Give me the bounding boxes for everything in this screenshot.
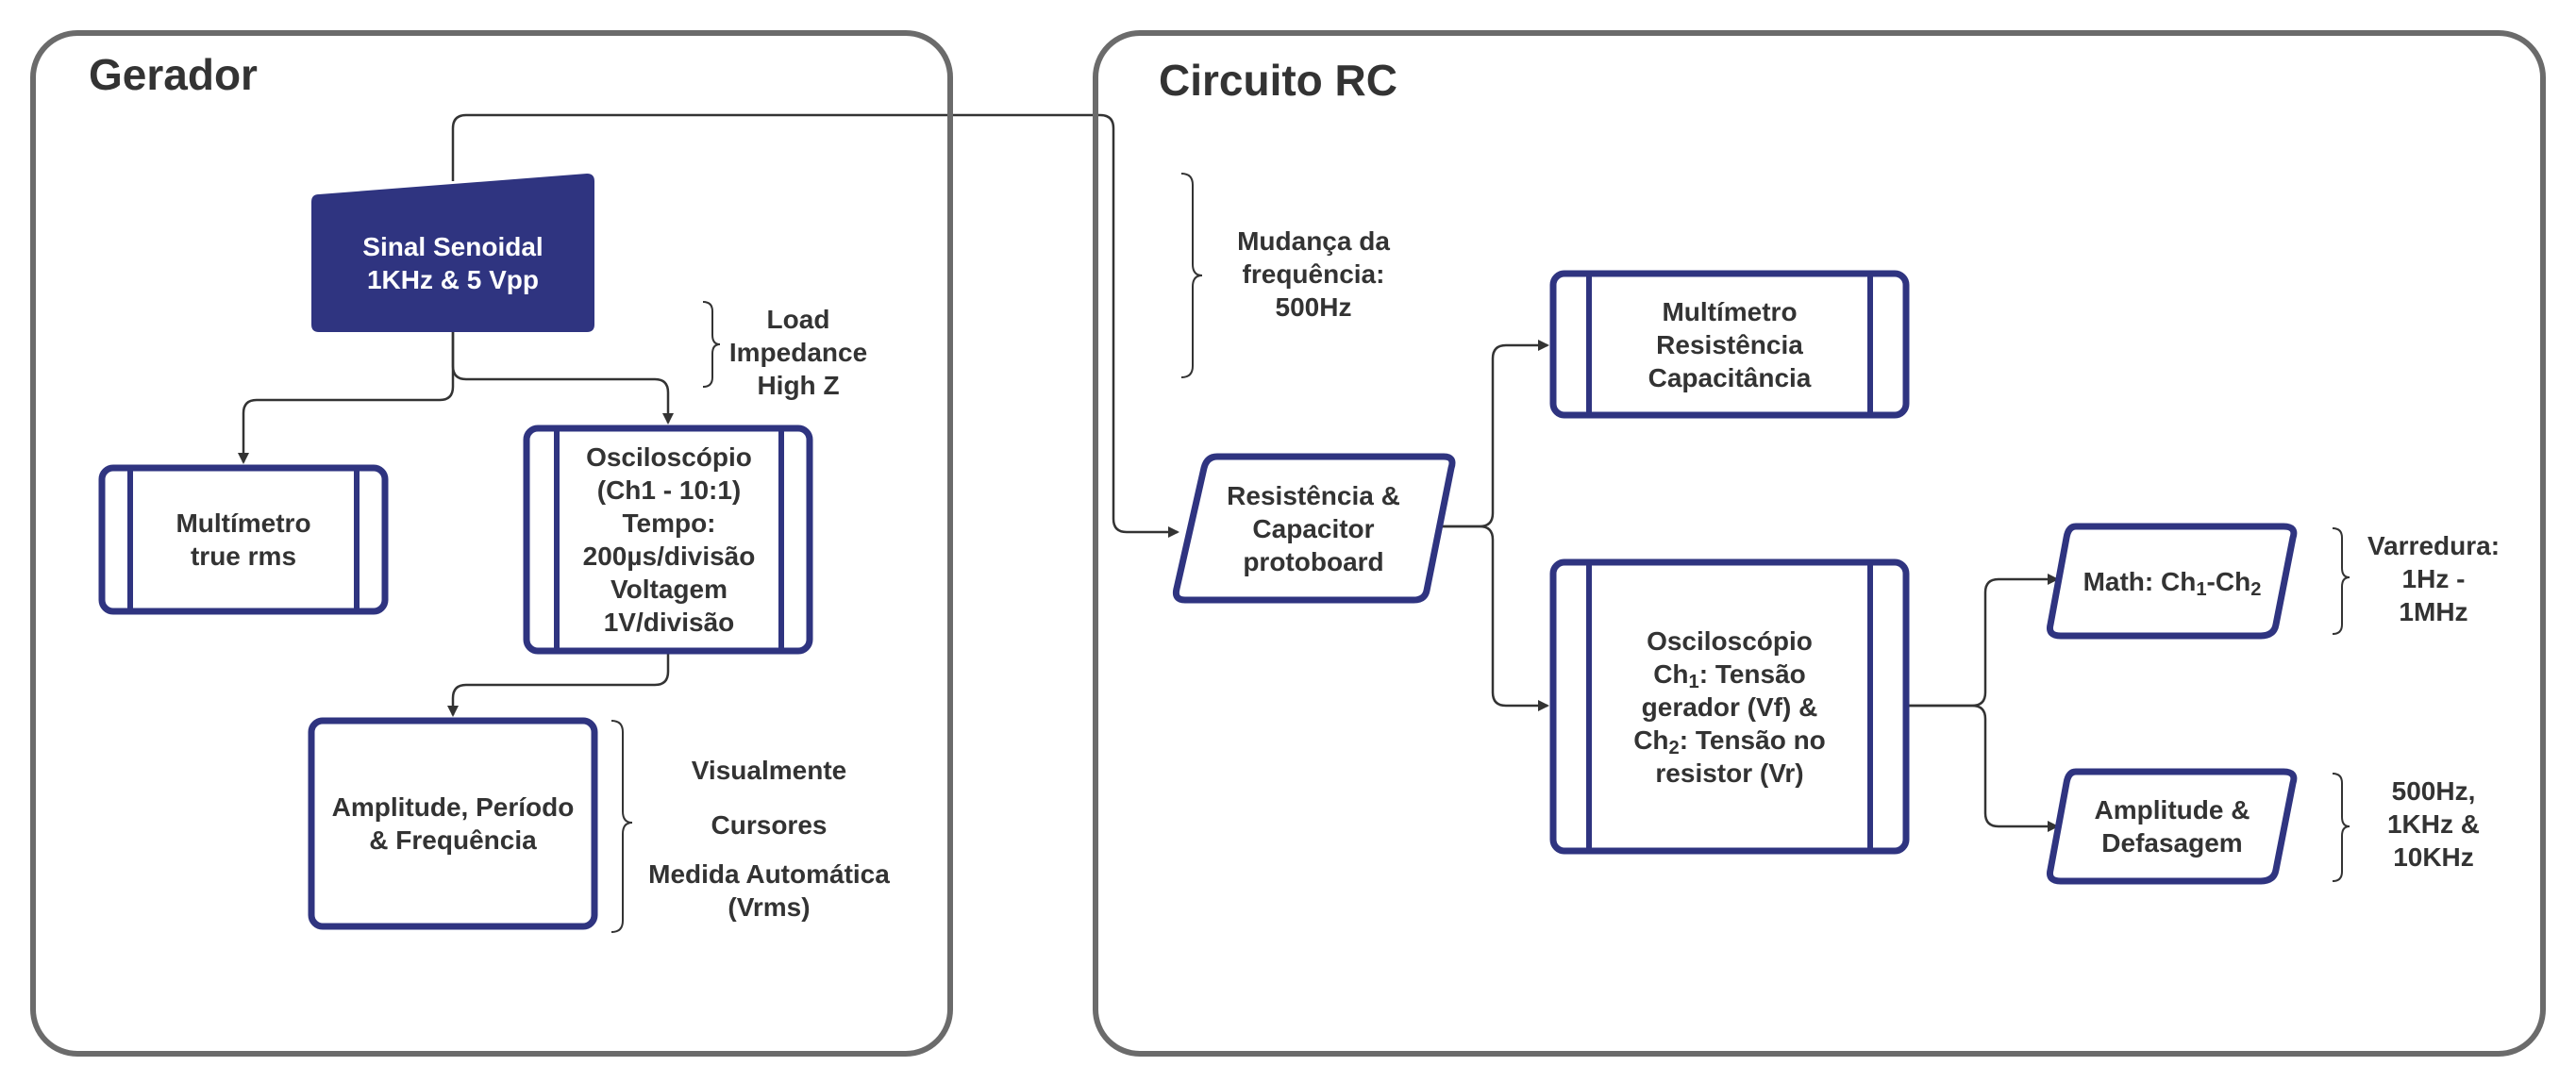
- math-box[interactable]: Math: Ch1-Ch2: [2057, 526, 2287, 636]
- amplitude-line-1: Amplitude &: [2094, 795, 2250, 825]
- gerador-container: [30, 30, 953, 1057]
- osciloscopio-line-4: 200µs/divisão: [582, 542, 756, 571]
- osciloscopio-rc-line-5: resistor (Vr): [1655, 758, 1804, 788]
- metodo-cursores: Cursores: [711, 809, 828, 840]
- load-note-line-3: High Z: [757, 370, 840, 400]
- circuito-rc-title: Circuito RC: [1159, 56, 1397, 105]
- connector-signal-to-multimetro: [238, 330, 455, 464]
- math-prefix: Math: Ch: [2083, 566, 2197, 596]
- multimetro-box-shape: [98, 464, 389, 615]
- osciloscopio-line-1: Osciloscópio: [586, 442, 752, 472]
- multimetro-box[interactable]: Multímetro true rms: [130, 468, 357, 611]
- rc-protoboard-box[interactable]: Resistência & Capacitor protoboard: [1185, 457, 1442, 600]
- brace-freqs: [2332, 773, 2350, 882]
- rc-line-1: Resistência &: [1227, 480, 1400, 510]
- ch1-label: Ch: [1653, 658, 1689, 689]
- metodo-auto: Medida Automática (Vrms): [630, 853, 908, 928]
- amplitude-defasagem-box[interactable]: Amplitude & Defasagem: [2057, 772, 2287, 881]
- metodo-visual: Visualmente: [691, 755, 847, 785]
- circuito-rc-container: [1093, 30, 2546, 1057]
- osciloscopio-rc-line-1: Osciloscópio: [1647, 625, 1813, 656]
- mudanca-line-3: 500Hz: [1275, 292, 1352, 322]
- signal-line-1: Sinal Senoidal: [362, 232, 544, 261]
- medidas-box[interactable]: Amplitude, Período & Frequência: [311, 721, 594, 926]
- math-sub1: 1: [2196, 578, 2207, 600]
- freqs-note: 500Hz, 1KHz & 10KHz: [2353, 772, 2514, 875]
- math-mid: -Ch: [2206, 566, 2251, 596]
- multimetro-rc-box[interactable]: Multímetro Resistência Capacitância: [1589, 274, 1870, 415]
- multimetro-rc-line-3: Capacitância: [1648, 362, 1812, 392]
- osciloscopio-line-3: Tempo:: [622, 508, 716, 538]
- connector-signal-to-rc: [451, 113, 1179, 538]
- osciloscopio-line-5: Voltagem: [611, 575, 728, 604]
- metodo-auto-line-2: (Vrms): [728, 892, 811, 922]
- ch1-subscript: 1: [1688, 671, 1699, 692]
- connector-rc-to-multimetro: [1436, 340, 1549, 528]
- rc-line-3: protoboard: [1243, 546, 1384, 576]
- amplitude-line-2: Defasagem: [2101, 828, 2243, 858]
- brace-medidas: [611, 720, 633, 933]
- metodo-auto-line-1: Medida Automática: [648, 859, 890, 889]
- gerador-title: Gerador: [89, 50, 258, 99]
- medidas-line-1: Amplitude, Período: [331, 792, 575, 822]
- medidas-box-shape: [308, 717, 598, 930]
- signal-source-shape: [311, 174, 594, 332]
- connector-osciloscopio-to-amplitude: [1908, 704, 2059, 832]
- math-parallelogram-shape: [2047, 523, 2298, 640]
- varredura-line-2: 1Hz -: [2401, 563, 2466, 593]
- multimetro-line-1: Multímetro: [176, 508, 311, 538]
- ch2-desc: : Tensão no: [1679, 725, 1826, 755]
- connector-signal-to-osciloscopio: [451, 330, 674, 425]
- mudanca-line-1: Mudança da: [1237, 225, 1390, 256]
- multimetro-rc-box-shape: [1549, 270, 1910, 419]
- rc-line-2: Capacitor: [1252, 513, 1375, 543]
- osciloscopio-rc-line-3: gerador (Vf) &: [1641, 691, 1818, 722]
- load-note-line-1: Load: [766, 304, 830, 334]
- multimetro-rc-line-1: Multímetro: [1662, 296, 1798, 326]
- osciloscopio-line-6: 1V/divisão: [603, 608, 735, 637]
- varredura-note: Varredura: 1Hz - 1MHz: [2353, 526, 2514, 630]
- ch2-label: Ch: [1633, 725, 1669, 755]
- multimetro-rc-line-2: Resistência: [1656, 329, 1803, 359]
- varredura-line-3: 1MHz: [2399, 596, 2468, 626]
- osciloscopio-rc-box-shape: [1549, 558, 1910, 855]
- varredura-line-1: Varredura:: [2367, 530, 2501, 560]
- freqs-line-3: 10KHz: [2393, 841, 2474, 872]
- connector-osciloscopio-to-math: [1908, 574, 2059, 708]
- osciloscopio-box[interactable]: Osciloscópio (Ch1 - 10:1) Tempo: 200µs/d…: [557, 428, 781, 651]
- medidas-line-2: & Frequência: [369, 825, 537, 855]
- osciloscopio-line-2: (Ch1 - 10:1): [596, 475, 742, 505]
- osciloscopio-rc-line-4: Ch2: Tensão no: [1633, 724, 1826, 758]
- freqs-line-2: 1KHz &: [2386, 808, 2480, 839]
- signal-line-2: 1KHz & 5 Vpp: [366, 265, 539, 294]
- ch1-desc: : Tensão: [1698, 658, 1806, 689]
- math-sub2: 2: [2250, 578, 2262, 600]
- brace-mudanca: [1180, 173, 1203, 378]
- load-note-line-2: Impedance: [728, 337, 868, 367]
- osciloscopio-box-shape: [523, 425, 813, 655]
- rc-parallelogram-shape: [1172, 453, 1456, 604]
- brace-load: [702, 301, 721, 388]
- multimetro-line-2: true rms: [190, 542, 297, 571]
- connector-rc-to-osciloscopio: [1436, 525, 1549, 711]
- osciloscopio-rc-line-2: Ch1: Tensão: [1633, 658, 1826, 691]
- mudanca-line-2: frequência:: [1242, 258, 1385, 289]
- ch2-subscript: 2: [1668, 737, 1680, 758]
- load-impedance-note: Load Impedance High Z: [719, 300, 878, 404]
- amplitude-parallelogram-shape: [2047, 768, 2298, 885]
- freqs-line-1: 500Hz,: [2391, 775, 2476, 806]
- brace-varredura: [2332, 527, 2350, 635]
- connector-osciloscopio-to-medidas: [447, 653, 670, 717]
- osciloscopio-rc-box[interactable]: Osciloscópio Ch1: Tensão gerador (Vf) & …: [1589, 562, 1870, 851]
- mudanca-frequencia-note: Mudança da frequência: 500Hz: [1200, 219, 1427, 328]
- signal-source[interactable]: Sinal Senoidal 1KHz & 5 Vpp: [311, 194, 594, 332]
